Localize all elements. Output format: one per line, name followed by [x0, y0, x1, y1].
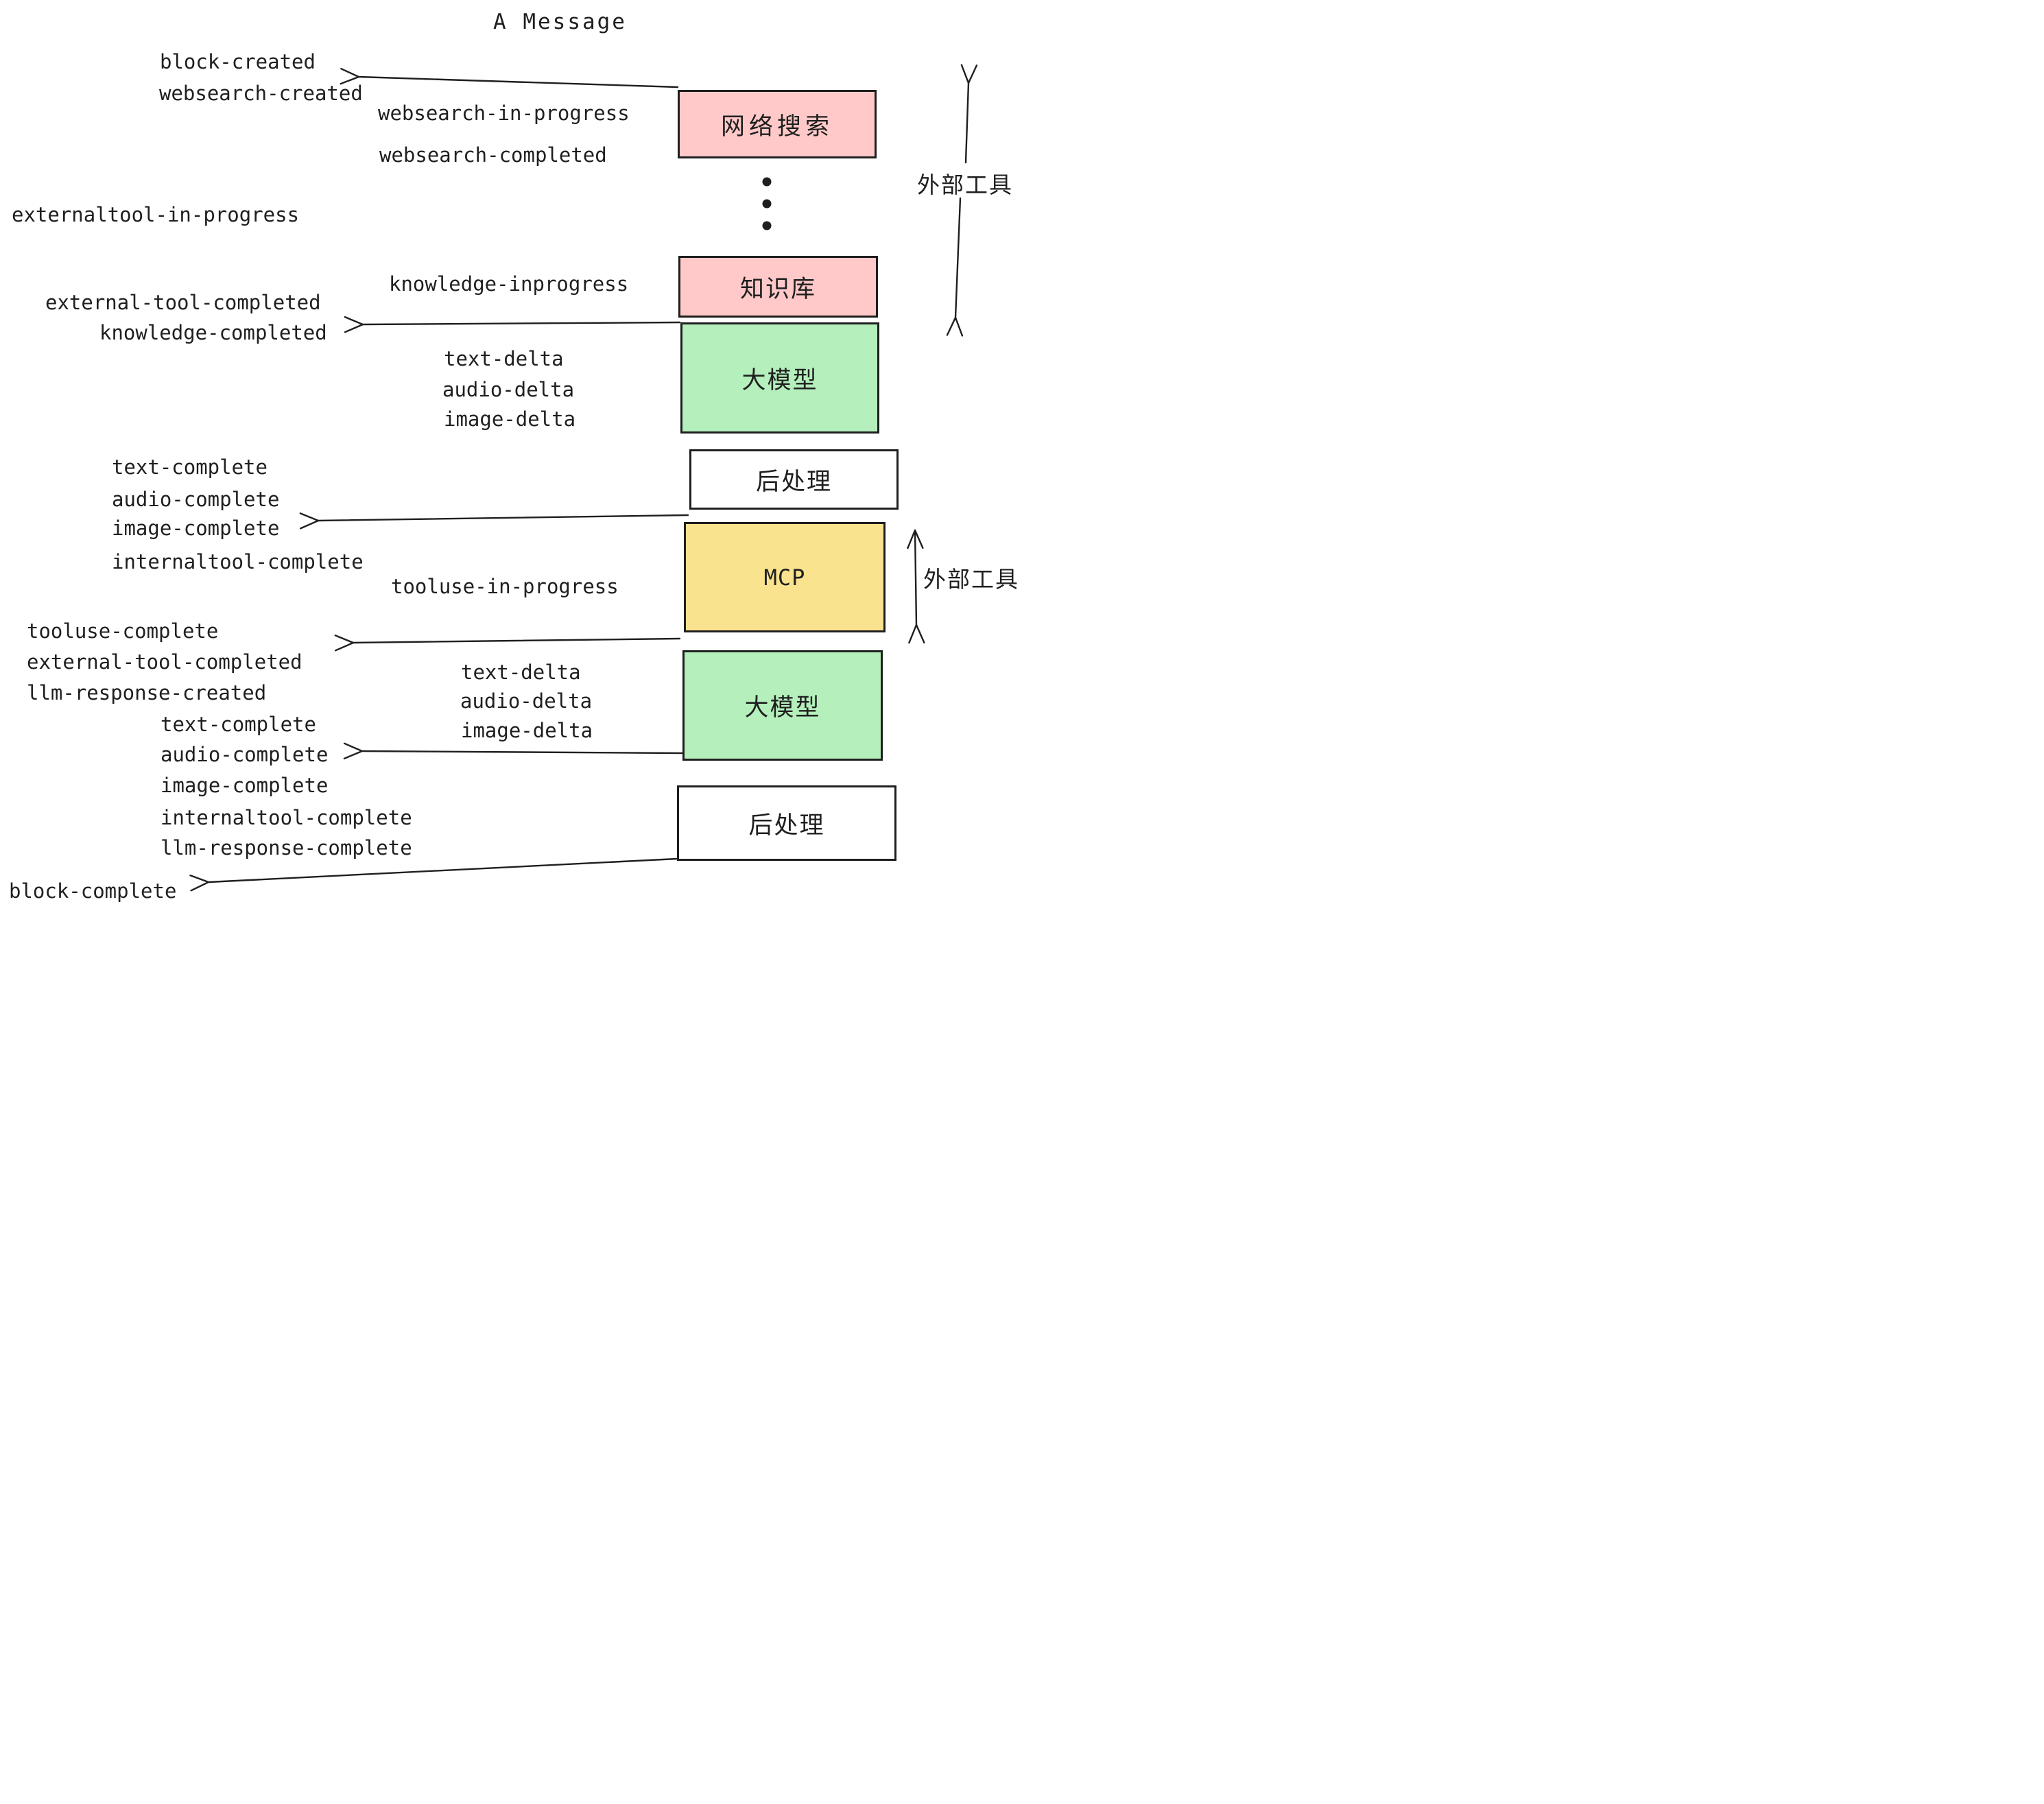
event-label-internaltool-complete-2: internaltool-complete — [161, 806, 412, 829]
event-label-block-created: block-created — [160, 50, 316, 73]
event-label-text-complete-2: text-complete — [161, 713, 316, 736]
box-knowledge: 知识库 — [678, 256, 878, 318]
event-label-tooluse-in-progress: tooluse-in-progress — [391, 575, 619, 598]
external-tools-arrow-top-down — [955, 197, 960, 318]
arrow-block-created — [359, 77, 679, 88]
external-tools-label-mcp: 外部工具 — [923, 566, 1019, 593]
arrow-image-complete — [318, 515, 689, 521]
box-postprocess-1: 后处理 — [689, 449, 899, 510]
event-label-llm-response-created: llm-response-created — [27, 681, 267, 704]
box-llm-2: 大模型 — [682, 650, 883, 761]
diagram-title: A Message — [493, 10, 627, 34]
ellipsis-dots — [762, 177, 772, 230]
event-label-image-delta-2: image-delta — [461, 719, 593, 742]
box-postprocess-2: 后处理 — [677, 785, 896, 861]
event-label-audio-complete: audio-complete — [112, 488, 280, 511]
event-label-text-complete: text-complete — [112, 455, 268, 479]
event-label-external-tool-completed-2: external-tool-completed — [27, 650, 302, 674]
event-label-image-complete: image-complete — [112, 517, 280, 540]
event-label-audio-complete-2: audio-complete — [161, 743, 329, 766]
event-label-knowledge-completed: knowledge-completed — [99, 321, 327, 344]
event-label-websearch-created: websearch-created — [159, 82, 363, 105]
external-tools-arrow-top-up — [966, 83, 968, 164]
arrow-audio-complete — [362, 751, 685, 753]
event-label-audio-delta: audio-delta — [442, 378, 575, 401]
event-label-websearch-in-progress: websearch-in-progress — [378, 102, 630, 125]
event-label-image-delta: image-delta — [444, 407, 576, 431]
external-tools-label-top: 外部工具 — [917, 171, 1013, 198]
event-label-websearch-completed: websearch-completed — [379, 143, 607, 167]
arrow-layer — [0, 0, 1022, 902]
event-label-text-delta-2: text-delta — [461, 661, 581, 684]
ellipsis-dot — [762, 221, 772, 230]
box-websearch: 网络搜索 — [678, 90, 877, 158]
sequence-diagram: A Message 网络搜索 知识库 大模型 后处理 MCP 大模型 后处理 外… — [0, 0, 1022, 902]
box-llm-1: 大模型 — [680, 322, 879, 434]
event-label-internaltool-complete: internaltool-complete — [112, 550, 364, 573]
box-mcp: MCP — [684, 522, 886, 632]
arrow-block-complete — [209, 857, 678, 882]
event-label-block-complete: block-complete — [9, 879, 177, 902]
event-label-audio-delta-2: audio-delta — [460, 689, 593, 713]
event-label-tooluse-complete: tooluse-complete — [27, 619, 219, 643]
arrow-knowledge-completed — [363, 322, 681, 324]
event-label-image-complete-2: image-complete — [161, 774, 329, 797]
event-label-externaltool-in-progress: externaltool-in-progress — [12, 203, 300, 226]
ellipsis-dot — [762, 177, 772, 187]
ellipsis-dot — [762, 199, 772, 209]
event-label-llm-response-complete: llm-response-complete — [161, 836, 412, 859]
event-label-knowledge-inprogress: knowledge-inprogress — [389, 272, 629, 296]
arrow-tooluse-complete — [353, 639, 681, 643]
event-label-external-tool-completed: external-tool-completed — [45, 291, 321, 314]
event-label-text-delta: text-delta — [444, 347, 564, 370]
external-tools-arrow-mcp — [915, 530, 916, 625]
